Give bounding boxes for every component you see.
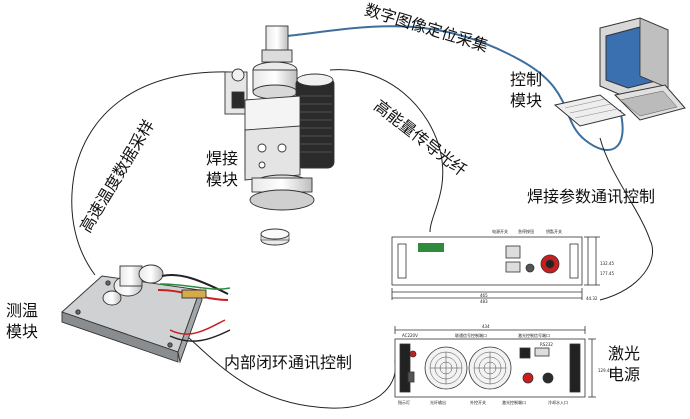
dim-rear-height: 129.48 [598, 368, 612, 373]
control-module-label-line2: 模块 [510, 91, 543, 110]
laser-rear-panel-drawing [394, 326, 596, 398]
dim-width-2: 483 [480, 299, 488, 304]
rear-label-1: AC220V [402, 333, 418, 338]
computer-icon [553, 17, 686, 127]
rear-label-9: 冷却水入口 [548, 399, 568, 405]
control-module-label-line1: 控制 [510, 70, 543, 89]
blue-image-cable [286, 25, 624, 151]
temp-module-label-line1: 测温 [6, 301, 39, 320]
temp-module-label-line2: 模块 [6, 322, 39, 341]
top-panel-label-2: 急停按钮 [518, 228, 534, 234]
rear-label-7: 外控开关 [470, 399, 486, 405]
rear-label-3: 激光控制信号端口 [518, 332, 550, 338]
dim-height-2: 177.45 [600, 271, 614, 276]
dim-side: 44.32 [586, 296, 598, 301]
sampling-line [71, 71, 231, 276]
rear-label-8: 激光控制端口 [502, 399, 526, 405]
top-panel-label-1: 电源开关 [492, 228, 508, 234]
internal-loop-label: 内部闭环通讯控制 [224, 353, 353, 372]
dim-width-1: 465 [480, 293, 488, 298]
welding-module-label-line2: 模块 [206, 170, 239, 189]
temperature-module-drawing [61, 264, 231, 364]
fiber-line [329, 69, 444, 233]
dim-height-1: 132.45 [600, 261, 614, 266]
laser-power-label-line2: 电源 [608, 365, 641, 384]
rear-label-2: 联通信号控制端口 [455, 332, 487, 338]
rear-label-5: 指示灯 [398, 399, 410, 405]
dim-rear-width: 434 [482, 324, 490, 329]
welding-module-label-line1: 焊接 [206, 149, 239, 168]
welding-head-drawing [224, 25, 335, 246]
param-comm-line [599, 137, 653, 301]
welding-param-comm-label: 焊接参数通讯控制 [527, 187, 656, 206]
rear-label-4: RS232 [540, 342, 553, 347]
rear-label-6: 光纤输出 [430, 399, 446, 405]
top-panel-label-3: 钥匙开关 [546, 228, 562, 234]
laser-front-panel-drawing [391, 236, 600, 300]
internal-loop-line [179, 329, 397, 409]
laser-power-label-line1: 激光 [608, 344, 641, 363]
